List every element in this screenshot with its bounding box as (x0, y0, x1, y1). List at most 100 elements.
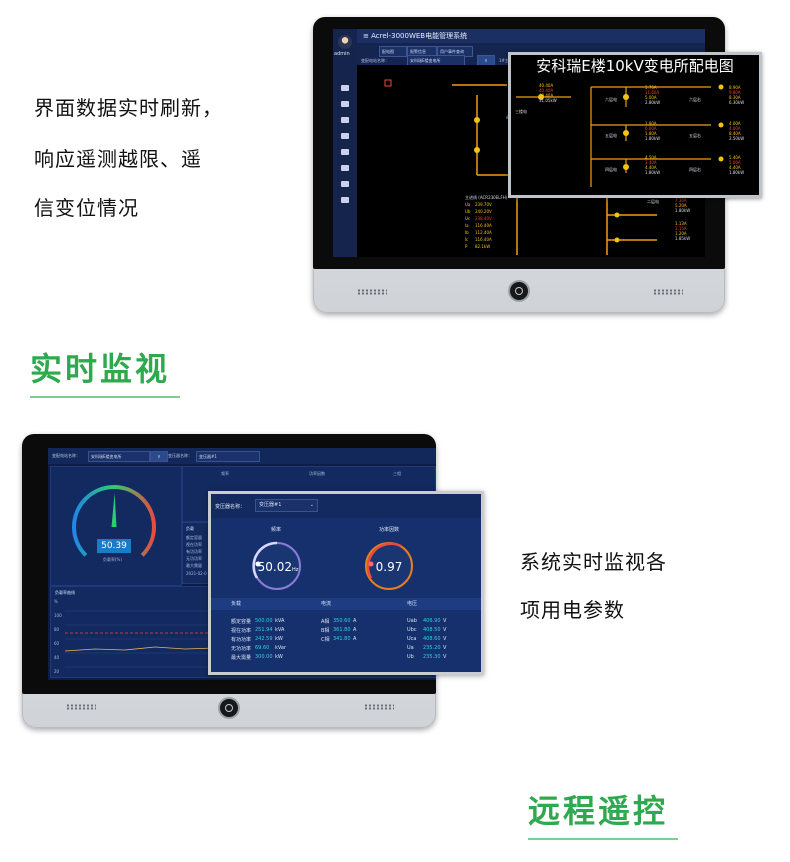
popup-feeder-reading: 4.00A (729, 121, 741, 126)
intro-line-2: 响应遥测越限、遥 (34, 147, 202, 171)
param-name: Ubc (407, 627, 417, 633)
popup-freq-title: 频率 (271, 527, 282, 533)
station-select-2[interactable]: 安科瑞E楼变电所 (88, 451, 150, 462)
param-unit: V (443, 618, 447, 624)
popup-pf-title: 功率因数 (379, 527, 400, 533)
axis-tick-label: 100 (54, 613, 62, 618)
param-name: 视在功率 (231, 628, 252, 634)
param-name: C相 (321, 637, 330, 643)
popup-transformer-select[interactable]: 变压器#1 ⌄ (255, 499, 318, 512)
search-icon[interactable]: ⚲ (150, 451, 168, 462)
load-gauge-panel: 50.39 负载率(%) (50, 466, 182, 586)
param-unit: V (443, 645, 447, 651)
bar-chart-icon[interactable] (341, 117, 349, 123)
section-load: 负载 (231, 601, 242, 607)
meter-key: P (465, 244, 468, 249)
nav-button-diagram[interactable]: 配电图 (379, 46, 407, 57)
popup-feeder-reading: 4.40A (645, 165, 657, 170)
param-name: B相 (321, 628, 330, 634)
param-value: 406.90 (423, 618, 441, 624)
folder-icon[interactable] (341, 165, 349, 171)
monitor-icon[interactable] (341, 149, 349, 155)
desc-line-1: 系统实时监视各 (520, 550, 667, 574)
popup-feeder-reading: 40.40A (539, 83, 554, 88)
param-unit: V (443, 627, 447, 633)
menu-icon[interactable]: ≡ (363, 32, 369, 40)
section-current: 电流 (321, 601, 332, 607)
feeder-reading: 1.85kW (675, 236, 691, 241)
param-name: 额定容量 (231, 619, 252, 625)
param-value: 408.50 (423, 627, 441, 633)
power-button[interactable] (510, 282, 528, 300)
transformer-select[interactable]: 变压器#1 (196, 451, 260, 462)
load-list-title: 负载 (186, 526, 194, 531)
avatar[interactable] (338, 35, 352, 49)
document-icon[interactable] (341, 133, 349, 139)
frequency-value: 50.02Hz (255, 560, 301, 574)
power-factor-value: 0.97 (375, 560, 403, 574)
speaker-left-2 (66, 704, 96, 710)
right-station-label: 1#主站 (499, 58, 513, 63)
popup-feeder-name: 四层电 (605, 167, 617, 172)
param-name: 有功功率 (231, 637, 252, 643)
param-value: 251.94 (255, 627, 273, 633)
edit-icon[interactable] (341, 181, 349, 187)
popup-feeder-name: 五层电 (605, 133, 617, 138)
load-rate-value: 50.39 (97, 539, 131, 553)
frequency-number: 50.02 (257, 560, 292, 574)
settings-icon[interactable] (341, 197, 349, 203)
speaker-left (357, 289, 387, 295)
power-button-2[interactable] (220, 699, 238, 717)
params-toolbar: 变配电站名称： 安科瑞E楼变电所 ⚲ 变压器名称： 变压器#1 (48, 448, 436, 464)
popup-feeder-reading: 8.30A (729, 95, 741, 100)
params-zoom-popup: 变压器名称： 变压器#1 ⌄ 频率 功率因数 50.02Hz 0.97 负载 电… (208, 491, 484, 675)
load-gauge (72, 485, 156, 557)
meter-key: Ic (465, 237, 469, 242)
param-value: 350.60 (333, 618, 351, 624)
meter-value: 112.40A (475, 230, 492, 235)
popup-feeder-reading: 6.30kW (729, 100, 745, 105)
freq-title-bg: 频率 (221, 471, 229, 476)
popup-feeder-reading: 4.50A (645, 155, 657, 160)
param-name: 无功功率 (231, 646, 252, 652)
popup-feeder-reading: 4.00A (729, 126, 741, 131)
popup-feeder-name: 六层电 (605, 97, 617, 102)
popup-feeder-reading: 1.80A (645, 121, 657, 126)
station-label-2: 变配电站名称： (52, 453, 80, 458)
popup-feeder-reading: 40.40A (539, 88, 554, 93)
grid-icon[interactable] (341, 101, 349, 107)
section-title-realtime: 实时监视 (30, 350, 171, 388)
popup-section-header: 负载 电流 电压 (211, 598, 481, 610)
home-icon[interactable] (341, 85, 349, 91)
meter-title: 主进线 (ACR230ELFH) (465, 195, 508, 200)
param-unit: kW (275, 654, 283, 660)
popup-feeder-reading: 3.40A (645, 160, 657, 165)
param-value: 242.59 (255, 636, 273, 642)
feeder-reading: 1.20A (675, 231, 687, 236)
popup-feeder-reading: 5.70A (645, 85, 657, 90)
meter-value: 238.40V (475, 216, 492, 221)
load-list-item: 额定容量 (186, 535, 202, 540)
feeder-reading: 7.30A (675, 198, 687, 203)
section-underline-2 (528, 838, 678, 840)
axis-tick-label: 60 (54, 641, 60, 646)
load-list-item: 最大需量 (186, 563, 202, 568)
param-unit: A (353, 618, 357, 624)
load-list-date: 2021-02-0 (186, 571, 207, 576)
popup-feeder-name: 三楼电 (515, 109, 527, 114)
param-name: Uab (407, 618, 417, 624)
meter-key: Uc (465, 216, 471, 221)
popup-feeder-reading: 9.80A (729, 90, 741, 95)
meter-key: Ia (465, 223, 469, 228)
param-unit: kW (275, 636, 283, 642)
popup-feeder-reading: 31.05kW (539, 98, 557, 103)
popup-feeder-reading: 1.80A (645, 131, 657, 136)
section-voltage: 电压 (407, 601, 418, 607)
popup-transformer-value: 变压器#1 (259, 502, 282, 508)
feeder-reading: 1.13A (675, 221, 687, 226)
feeder-reading: 1.15A (675, 226, 687, 231)
param-name: A相 (321, 619, 330, 625)
meter-value: 116.40A (475, 237, 492, 242)
app-title: Acrel-3000WEB电能管理系统 (371, 32, 468, 40)
